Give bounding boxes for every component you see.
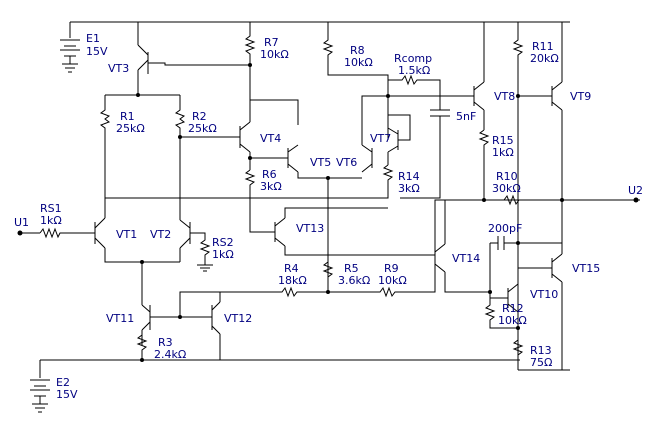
transistor-vt9: VT9	[518, 22, 591, 240]
rs1-value: 1kΩ	[40, 214, 62, 227]
battery-e2: E2 15V	[30, 376, 78, 413]
transistor-vt10: VT10 R12 10kΩ R13 75Ω	[484, 283, 558, 370]
r6-label: R6	[262, 168, 277, 181]
r14-value: 3kΩ	[398, 182, 420, 195]
vt14-label: VT14	[452, 252, 480, 265]
r5-value: 3.6kΩ	[338, 274, 370, 287]
vt11-label: VT11	[106, 312, 134, 325]
rcomp-label: Rcomp	[394, 52, 432, 65]
rcomp-value: 1.5kΩ	[398, 64, 430, 77]
r15-value: 1kΩ	[492, 146, 514, 159]
resistor-rcomp: Rcomp 1.5kΩ 5nF	[388, 52, 476, 199]
e1-value: 15V	[86, 45, 108, 58]
r4-value: 18kΩ	[278, 274, 307, 287]
r13-label: R13	[530, 344, 552, 357]
vt6-label: VT6	[336, 156, 357, 169]
r15-label: R15	[492, 134, 514, 147]
r12-label: R12	[502, 302, 524, 315]
r11-label: R11	[532, 40, 554, 53]
transistor-vt4: VT4 R6 3kΩ	[180, 100, 282, 233]
r1-value: 25kΩ	[116, 122, 145, 135]
vt10-label: VT10	[530, 288, 558, 301]
resistor-r2: R2 25kΩ	[174, 95, 217, 220]
resistor-r7: R7 10kΩ	[244, 22, 289, 100]
u1-label: U1	[14, 216, 29, 229]
r12-value: 10kΩ	[498, 314, 527, 327]
transistor-vt1: VT1	[94, 196, 180, 263]
r10-label: R10	[496, 170, 518, 183]
battery-e1: E1 15V	[60, 32, 108, 73]
transistor-vt11: VT11 R3 2.4kΩ	[106, 262, 212, 362]
r13-value: 75Ω	[530, 356, 552, 369]
transistor-vt13: VT13	[274, 207, 435, 256]
r3-label: R3	[158, 336, 173, 349]
r6-value: 3kΩ	[260, 180, 282, 193]
transistor-vt15: VT15	[518, 240, 600, 370]
r14-label: R14	[398, 170, 420, 183]
r9-label: R9	[384, 262, 399, 275]
r4-label: R4	[284, 262, 299, 275]
resistor-r10: R10 30kΩ U2	[492, 170, 643, 206]
e2-label: E2	[56, 376, 70, 389]
r7-value: 10kΩ	[260, 48, 289, 61]
input-u1: U1 RS1 1kΩ	[14, 202, 95, 239]
vt13-label: VT13	[296, 222, 324, 235]
resistor-r4: R4 18kΩ R9 10kΩ	[220, 199, 640, 298]
bottom-supply-rail	[39, 359, 570, 378]
rs2-value: 1kΩ	[212, 248, 234, 261]
e1-label: E1	[86, 32, 100, 45]
capacitor-200pf: 200pF	[488, 222, 562, 292]
transistor-vt6: VT6 R5 3.6kΩ	[322, 95, 440, 292]
transistor-vt14: VT14	[434, 200, 490, 293]
transistor-vt8: VT8 R15 1kΩ	[440, 22, 515, 202]
r1-label: R1	[120, 110, 135, 123]
r9-value: 10kΩ	[378, 274, 407, 287]
transistor-vt12: VT12	[179, 291, 252, 360]
u2-label: U2	[628, 184, 643, 197]
vt1-label: VT1	[116, 228, 137, 241]
r2-label: R2	[192, 110, 207, 123]
rs1-label: RS1	[40, 202, 62, 215]
rs2-label: RS2	[212, 236, 234, 249]
r2-value: 25kΩ	[188, 122, 217, 135]
top-supply-rail	[69, 21, 570, 38]
resistor-r8: R8 10kΩ	[322, 22, 389, 96]
r11-value: 20kΩ	[530, 52, 559, 65]
vt5-label: VT5	[310, 156, 331, 169]
e2-value: 15V	[56, 388, 78, 401]
transistor-vt5: VT5	[250, 99, 362, 179]
transistor-vt2: VT2 RS2 1kΩ	[140, 219, 234, 272]
transistor-vt7: VT7 R14 3kΩ	[105, 94, 420, 199]
resistor-r1: R1 25kΩ	[99, 93, 180, 196]
vt7-label: VT7	[370, 132, 391, 145]
r5-label: R5	[344, 262, 359, 275]
r3-value: 2.4kΩ	[154, 348, 186, 361]
vt8-label: VT8	[494, 90, 515, 103]
resistor-r11: R11 20kΩ	[512, 22, 559, 370]
r8-value: 10kΩ	[344, 56, 373, 69]
c-200pf-value: 200pF	[488, 222, 522, 235]
vt12-label: VT12	[224, 312, 252, 325]
transistor-vt3: VT3	[108, 22, 250, 95]
vt3-label: VT3	[108, 62, 129, 75]
r7-label: R7	[264, 36, 279, 49]
vt4-label: VT4	[260, 132, 281, 145]
vt2-label: VT2	[150, 228, 171, 241]
r10-value: 30kΩ	[492, 182, 521, 195]
c-5nf-value: 5nF	[456, 110, 476, 123]
r8-label: R8	[350, 44, 365, 57]
vt15-label: VT15	[572, 262, 600, 275]
vt9-label: VT9	[570, 90, 591, 103]
